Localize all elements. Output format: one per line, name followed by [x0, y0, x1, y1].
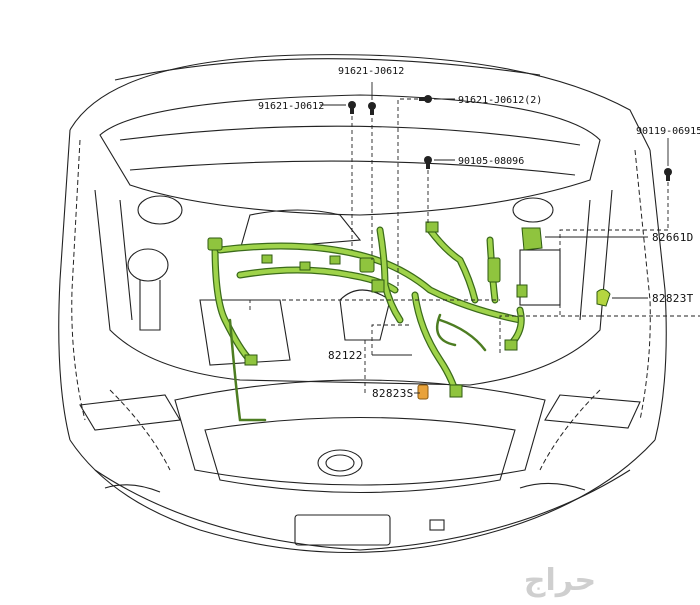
watermark-logo: حراج	[524, 563, 596, 598]
car-body-outline	[58, 54, 667, 554]
bolt-icons	[348, 95, 672, 181]
engine-wire-harness	[211, 226, 525, 422]
label-bolt-left: 91621-J0612	[258, 101, 324, 112]
bolt-icon	[368, 102, 376, 115]
label-82661d: 82661D	[652, 231, 694, 244]
bolt-icon	[348, 101, 356, 114]
label-82823s: 82823S	[372, 387, 414, 400]
label-bolt-mid: 90105-08096	[458, 156, 524, 167]
leader-lines	[249, 82, 700, 394]
label-bolt-far-right: 90119-06915	[636, 126, 700, 137]
label-bolt-top: 91621-J0612	[338, 66, 404, 77]
bolt-icon	[424, 156, 432, 169]
bolt-icon	[419, 95, 432, 103]
part-labels: 91621-J0612 91621-J0612 91621-J0612(2) 9…	[258, 66, 700, 400]
bolt-icon	[664, 168, 672, 181]
label-bolt-right: 91621-J0612(2)	[458, 95, 542, 106]
harness-connectors	[207, 221, 611, 400]
label-82122: 82122	[328, 349, 363, 362]
label-82823t: 82823T	[652, 292, 694, 305]
